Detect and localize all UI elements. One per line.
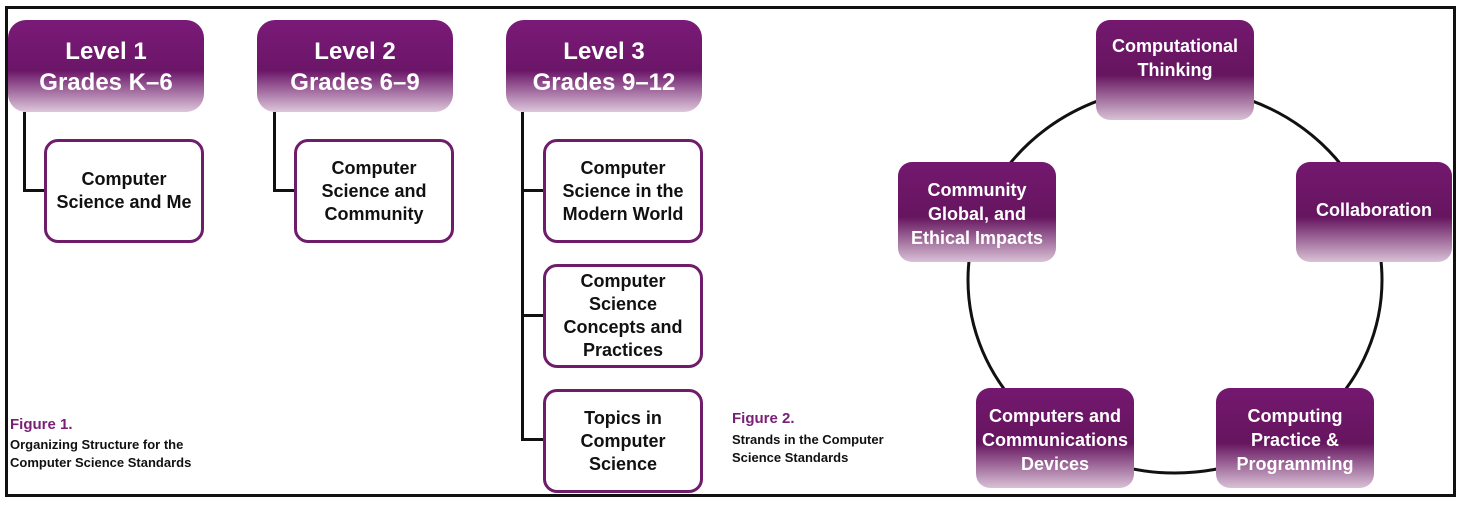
level-2-header: Level 2 Grades 6–9 <box>257 20 453 112</box>
figure1-label: Figure 1. <box>10 416 73 433</box>
level-3-title: Level 3 <box>563 38 645 65</box>
course-label: Computer Science Concepts and Practices <box>563 271 683 360</box>
connector-level3-branch-1 <box>521 189 544 192</box>
strand-label: Community Global, and Ethical Impacts <box>910 180 1044 248</box>
level-2-title: Level 2 <box>314 38 396 65</box>
connector-level1 <box>23 112 26 192</box>
strand-community-global-ethical-impacts: Community Global, and Ethical Impacts <box>898 162 1056 262</box>
figure2-label: Figure 2. <box>732 410 795 427</box>
course-label: Computer Science and Community <box>321 157 427 224</box>
level-1-header: Level 1 Grades K–6 <box>8 20 204 112</box>
course-label: Topics in Computer Science <box>580 407 666 474</box>
strand-computational-thinking: Computational Thinking <box>1096 20 1254 120</box>
course-box-computer-science-and-community: Computer Science and Community <box>294 139 454 243</box>
level-3-grades: Grades 9–12 <box>532 69 676 96</box>
connector-level1-branch <box>23 189 45 192</box>
course-box-computer-science-and-me: Computer Science and Me <box>44 139 204 243</box>
course-label: Computer Science in the Modern World <box>562 157 684 224</box>
strand-label: Computers and Communications Devices <box>981 406 1128 474</box>
level-3-header: Level 3 Grades 9–12 <box>506 20 702 112</box>
connector-level3-branch-3 <box>521 438 544 441</box>
level-2-grades: Grades 6–9 <box>290 69 420 96</box>
course-box-topics: Topics in Computer Science <box>543 389 703 493</box>
connector-level3 <box>521 112 524 440</box>
connector-level2 <box>273 112 276 192</box>
figure1-caption: Organizing Structure for the Computer Sc… <box>10 437 192 470</box>
strand-label: Computational Thinking <box>1112 36 1238 80</box>
course-box-concepts-and-practices: Computer Science Concepts and Practices <box>543 264 703 368</box>
strand-collaboration: Collaboration <box>1296 162 1452 262</box>
connector-level3-branch-2 <box>521 314 544 317</box>
figure2-caption: Strands in the Computer Science Standard… <box>732 432 884 465</box>
connector-level2-branch <box>273 189 295 192</box>
strand-label: Computing Practice & Programming <box>1236 406 1354 474</box>
strand-label: Collaboration <box>1316 200 1432 220</box>
course-box-modern-world: Computer Science in the Modern World <box>543 139 703 243</box>
strand-computers-communications-devices: Computers and Communications Devices <box>976 388 1134 488</box>
level-1-title: Level 1 <box>65 38 147 65</box>
course-label: Computer Science and Me <box>56 169 192 212</box>
level-1-grades: Grades K–6 <box>39 69 173 96</box>
strand-computing-practice-programming: Computing Practice & Programming <box>1216 388 1374 488</box>
